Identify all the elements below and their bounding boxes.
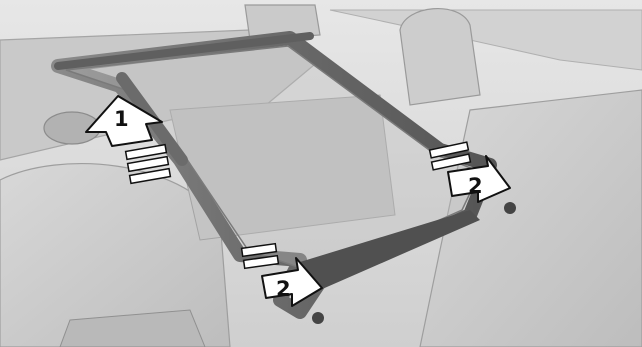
release-arrow-left-label: 2 (276, 277, 291, 301)
release-knob-right (504, 202, 516, 214)
release-knob-left (312, 312, 324, 324)
release-arrow-right-label: 2 (468, 174, 483, 198)
right-headrest (400, 9, 480, 105)
lift-arrow-label: 1 (114, 107, 129, 131)
